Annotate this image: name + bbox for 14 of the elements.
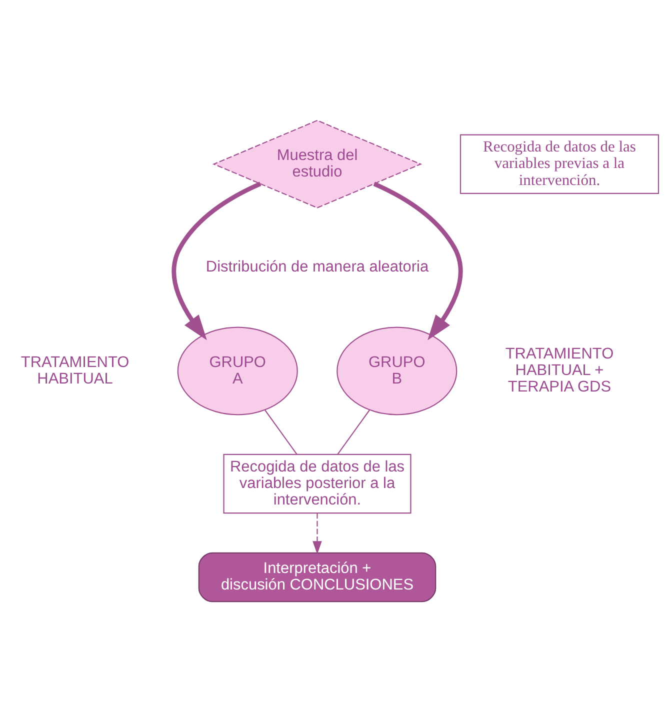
node-ellipse: GRUPO A bbox=[177, 326, 298, 415]
node-box: Recogida de datos de las variables posterior a la intervención. bbox=[223, 453, 412, 514]
node-ellipse: GRUPO B bbox=[336, 326, 458, 415]
connector bbox=[337, 409, 370, 454]
arrow bbox=[172, 181, 262, 340]
node-box: Interpretación + discusión CONCLUSIONES bbox=[198, 552, 436, 602]
node-diamond: Muestra del estudio bbox=[212, 119, 422, 208]
node-label: TRATAMIENTO HABITUAL + TERAPIA GDS bbox=[505, 344, 614, 396]
connector bbox=[264, 409, 298, 454]
arrow bbox=[312, 512, 322, 554]
arrow bbox=[373, 181, 463, 340]
label: Distribución de manera aleatoria bbox=[206, 258, 429, 276]
node-label: TRATAMIENTO HABITUAL bbox=[20, 353, 130, 387]
node-box: Recogida de datos de las variables previas a la intervención. bbox=[460, 134, 660, 194]
